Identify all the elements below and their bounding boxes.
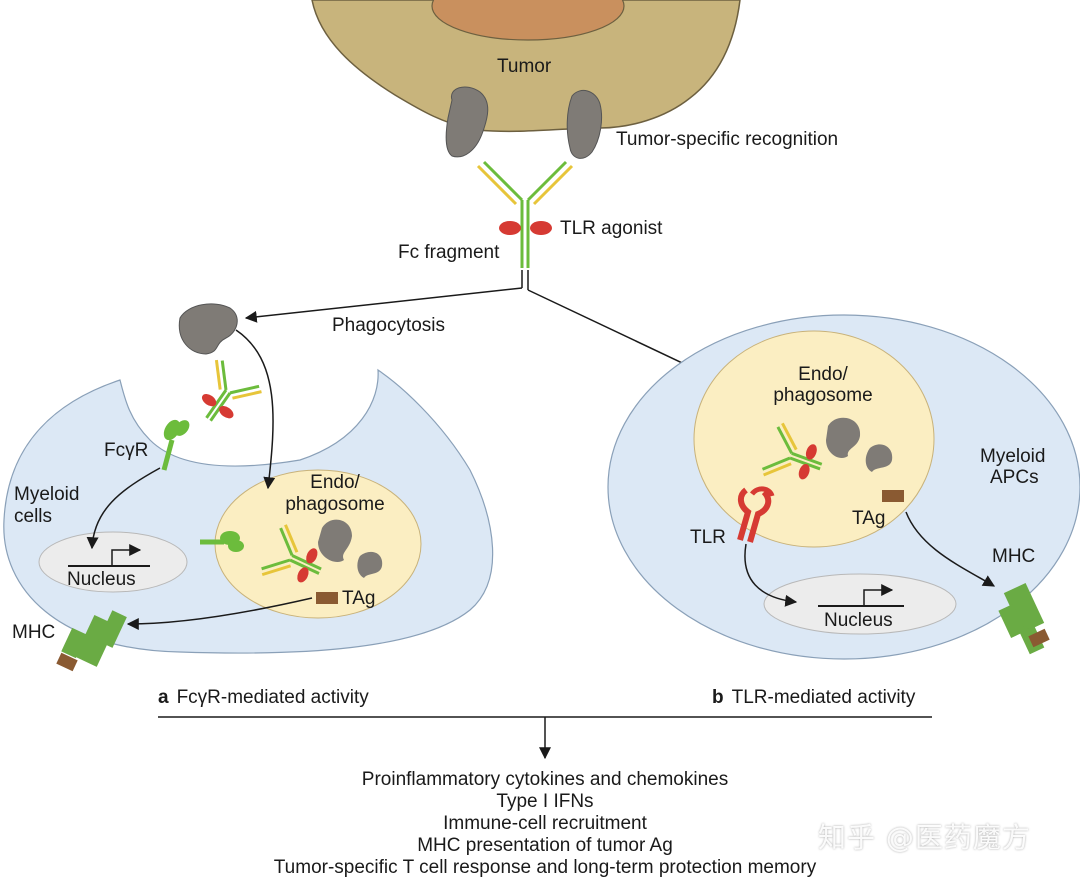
tlr-agonist-right	[530, 221, 552, 235]
panel-a-title: a FcγR-mediated activity	[158, 687, 369, 709]
label-nucleus-right: Nucleus	[824, 610, 893, 631]
label-endo-right-2: phagosome	[773, 385, 873, 406]
label-tumor-recognition: Tumor-specific recognition	[616, 129, 839, 150]
outcome-item: Type I IFNs	[496, 791, 594, 812]
outcome-item: Immune-cell recruitment	[443, 813, 647, 834]
label-mhc-right: MHC	[992, 546, 1036, 567]
arrow-to-phagocytosis	[244, 287, 523, 323]
arrow-tlr-to-nucleus	[744, 543, 798, 607]
panel-a-text: FcγR-mediated activity	[176, 687, 369, 708]
antigen-fragment-left-1	[318, 519, 352, 562]
arrow-tag-to-mhc-left	[126, 597, 313, 630]
label-endo-right-1: Endo/	[798, 364, 848, 385]
outcomes-list: Proinflammatory cytokines and chemokines…	[240, 769, 850, 879]
antibody-in-phagosome-right	[761, 422, 823, 480]
tag-left	[316, 592, 338, 604]
antigen-fragment-right-2	[865, 444, 893, 472]
antigen-fragment-right-1	[826, 417, 861, 459]
label-fc-fragment: Fc fragment	[398, 242, 500, 263]
arrow-tag-to-mhc-right	[905, 511, 996, 587]
label-tumor: Tumor	[497, 56, 552, 77]
label-myeloid-cells-2: cells	[14, 506, 53, 527]
label-endo-left-2: phagosome	[285, 494, 385, 515]
outcome-item: MHC presentation of tumor Ag	[417, 835, 673, 856]
watermark: 知乎 @医药魔方	[818, 821, 1031, 854]
fcgr-internalized	[200, 531, 244, 552]
label-tlr: TLR	[690, 527, 726, 548]
label-fcgr: FcγR	[104, 440, 149, 461]
label-phagocytosis: Phagocytosis	[332, 315, 446, 336]
outcome-item: Proinflammatory cytokines and chemokines	[361, 769, 729, 790]
label-tag-right: TAg	[852, 508, 886, 529]
label-tag-left: TAg	[342, 588, 376, 609]
antigen-fragment-left-2	[357, 551, 383, 578]
panel-b-title: b TLR-mediated activity	[712, 687, 915, 709]
tumor-antigen-left	[445, 86, 489, 158]
tlr-agonist-left	[499, 221, 521, 235]
panel-b-text: TLR-mediated activity	[731, 687, 916, 708]
nucleus-right	[763, 573, 957, 635]
label-nucleus-left: Nucleus	[67, 569, 136, 590]
tag-right	[882, 490, 904, 502]
outcome-item: Tumor-specific T cell response and long-…	[273, 857, 817, 878]
label-mhc-left: MHC	[12, 622, 56, 643]
label-myeloid-apcs-1: Myeloid	[980, 446, 1046, 467]
phagocytosed-antigen	[178, 303, 238, 355]
arrow-antigen-to-phagosome	[235, 329, 276, 490]
gene-promoter-left	[68, 544, 150, 567]
mhc-right	[998, 582, 1050, 655]
antibody-central	[476, 160, 574, 268]
mhc-left	[56, 610, 127, 672]
tlr-receptor	[737, 486, 775, 543]
label-myeloid-cells-1: Myeloid	[14, 484, 80, 505]
gene-promoter-right	[818, 584, 904, 607]
fcgr-receptor	[161, 419, 190, 471]
antibody-in-phagosome-left	[261, 524, 322, 583]
tumor-cell	[311, 0, 741, 133]
antibody-bound-fcgr	[201, 359, 262, 422]
label-tlr-agonist: TLR agonist	[560, 218, 663, 239]
tumor-nucleus	[431, 0, 625, 41]
tumor-antigen-right	[566, 89, 603, 159]
panel-a-letter: a	[158, 687, 169, 708]
panel-b-letter: b	[712, 687, 724, 708]
nucleus-left	[38, 531, 188, 593]
arrow-fcgr-to-nucleus	[86, 467, 161, 550]
label-myeloid-apcs-2: APCs	[990, 467, 1039, 488]
label-endo-left-1: Endo/	[310, 472, 360, 493]
